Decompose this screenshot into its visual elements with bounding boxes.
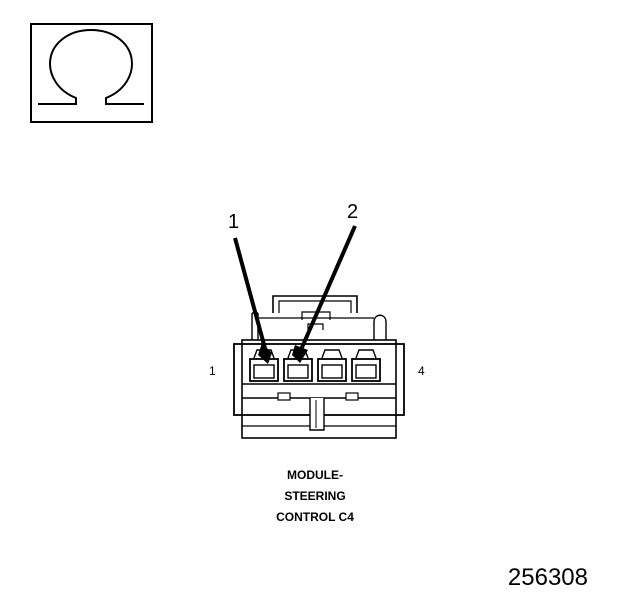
figure-number: 256308 (507, 564, 588, 591)
pin-label-right: 4 (418, 364, 425, 378)
callout-label-2: 2 (347, 201, 359, 223)
connector-caption: MODULE- STEERING CONTROL C4 (215, 465, 415, 528)
connector-latch (251, 295, 387, 340)
connector-cavity-3 (317, 349, 347, 382)
callout-leader-2 (292, 225, 357, 363)
pin-label-left: 1 (209, 364, 216, 378)
caption-line-3: CONTROL C4 (276, 510, 354, 524)
ohm-symbol-icon (30, 23, 153, 123)
callout-leader-1 (233, 237, 272, 364)
caption-line-2: STEERING (284, 489, 346, 503)
caption-line-1: MODULE- (287, 468, 343, 482)
callout-label-1: 1 (228, 211, 240, 233)
connector-cavity-4 (351, 349, 381, 382)
connector-body (233, 339, 405, 439)
